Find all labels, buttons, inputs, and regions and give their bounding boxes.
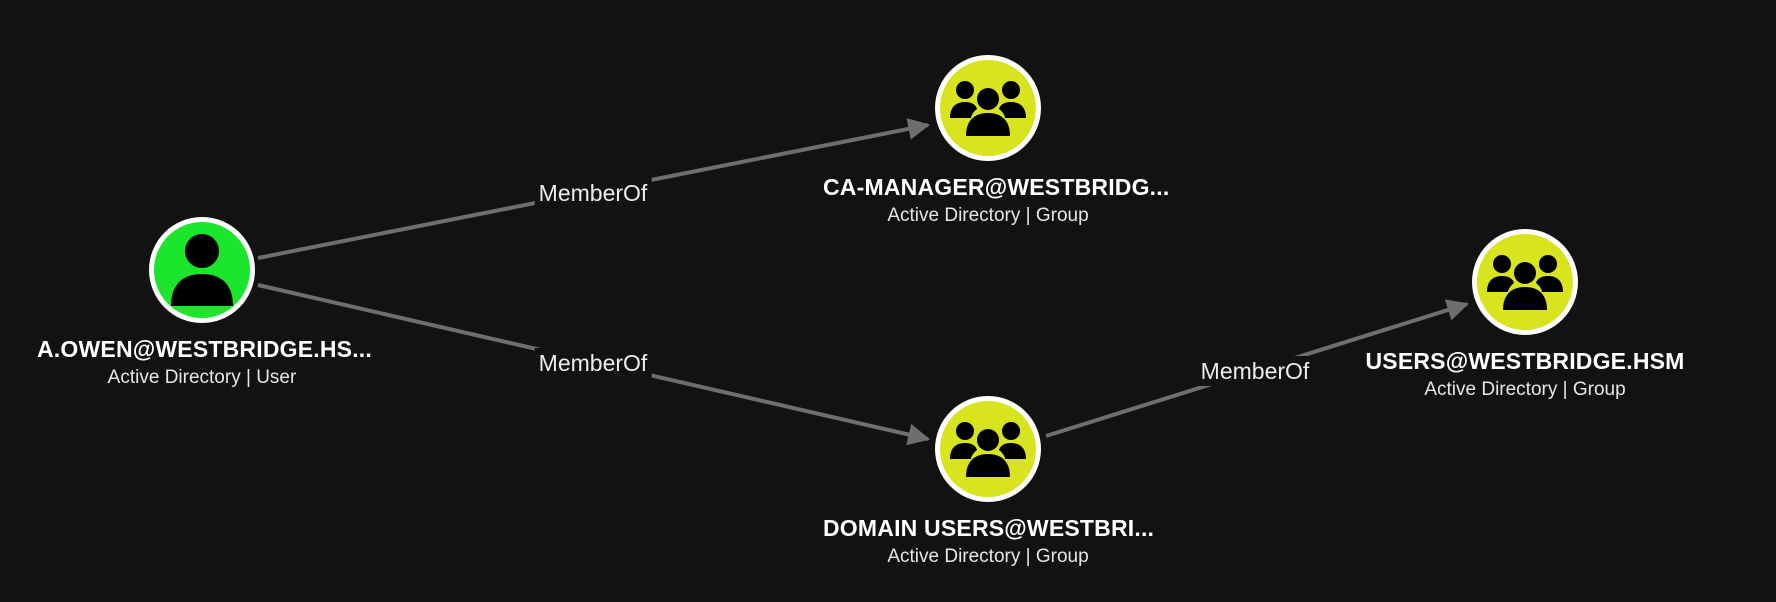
node-circle[interactable] [149, 217, 255, 323]
node-circle[interactable] [935, 55, 1041, 161]
node-title: DOMAIN USERS@WESTBRI... [823, 515, 1155, 541]
node-ca-manager[interactable]: CA-MANAGER@WESTBRIDG... Active Directory… [823, 55, 1170, 228]
node-fill [154, 222, 250, 318]
node-fill [940, 401, 1036, 497]
group-icon [950, 422, 1026, 477]
node-subtitle: Active Directory | Group [1424, 379, 1626, 400]
edge-label-memberof[interactable]: MemberOf [1196, 356, 1314, 386]
node-fill [940, 60, 1036, 156]
edge-label-memberof[interactable]: MemberOf [534, 178, 652, 208]
node-users[interactable]: USERS@WESTBRIDGE.HSM Active Directory | … [1360, 229, 1690, 402]
node-circle[interactable] [1472, 229, 1578, 335]
node-subtitle: Active Directory | Group [887, 205, 1089, 226]
node-title: CA-MANAGER@WESTBRIDG... [823, 174, 1170, 200]
node-a-owen[interactable]: A.OWEN@WESTBRIDGE.HS... Active Directory… [37, 217, 372, 390]
group-icon [950, 81, 1026, 136]
node-title: USERS@WESTBRIDGE.HSM [1365, 348, 1685, 374]
node-fill [1477, 234, 1573, 330]
group-icon [1487, 255, 1563, 310]
edge-label-memberof[interactable]: MemberOf [534, 348, 652, 378]
node-subtitle: Active Directory | Group [887, 546, 1089, 567]
user-icon [171, 234, 233, 306]
node-title: A.OWEN@WESTBRIDGE.HS... [37, 336, 372, 362]
node-domain-users[interactable]: DOMAIN USERS@WESTBRI... Active Directory… [823, 396, 1155, 569]
node-circle[interactable] [935, 396, 1041, 502]
node-subtitle: Active Directory | User [107, 367, 297, 388]
